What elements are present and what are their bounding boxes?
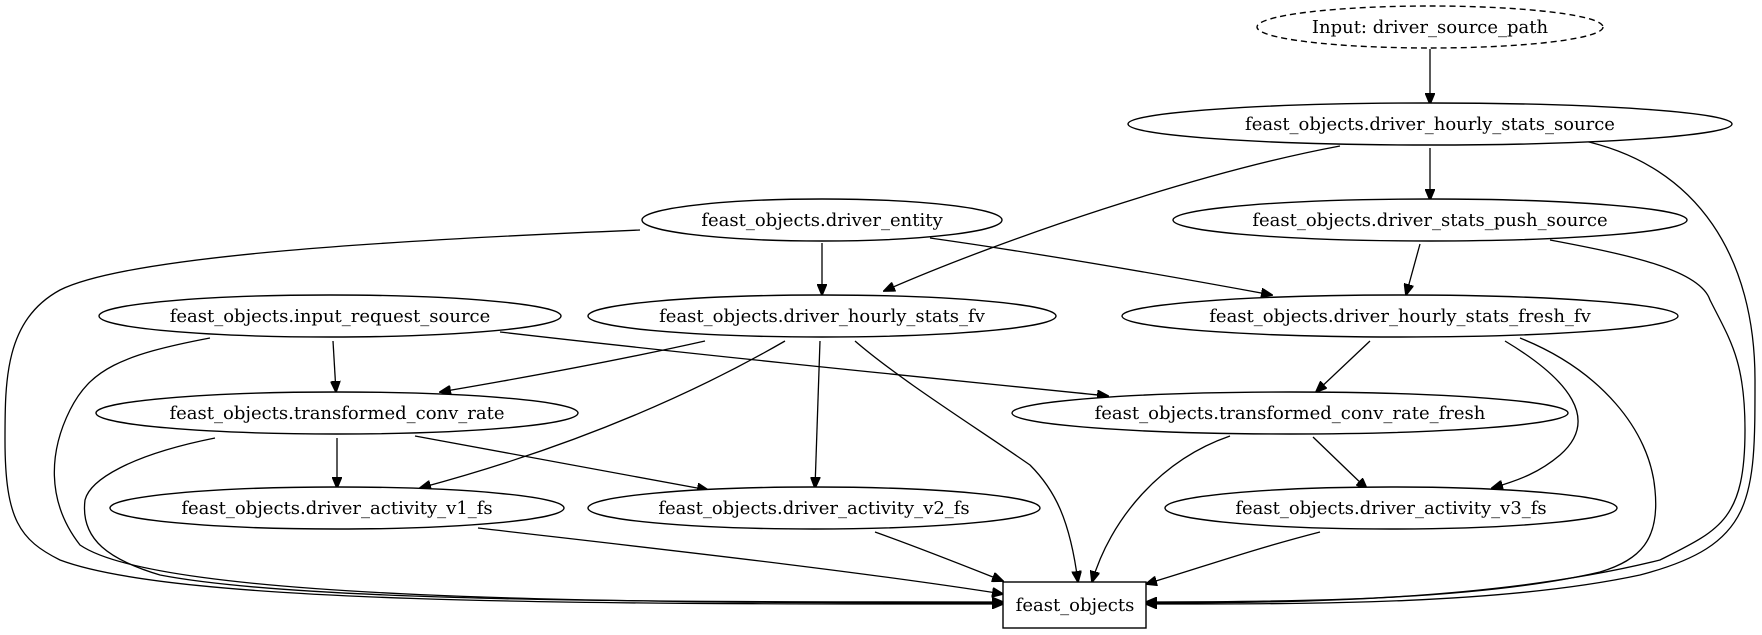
edge-request-to-tcr xyxy=(333,340,336,392)
edge-tcr-to-v2 xyxy=(414,435,708,490)
edge-push-to-freshfv xyxy=(1406,243,1421,295)
edge-v3-to-objects xyxy=(1146,531,1321,584)
node-v3-shape xyxy=(1164,486,1618,530)
node-tcr-shape xyxy=(95,391,579,435)
edge-source-to-fv xyxy=(884,145,1341,291)
edge-request-to-tcrf xyxy=(499,331,1108,396)
node-source: feast_objects.driver_hourly_stats_source xyxy=(1127,102,1733,146)
edge-fv-to-v1 xyxy=(420,340,786,488)
node-freshfv: feast_objects.driver_hourly_stats_fresh_… xyxy=(1121,294,1679,338)
node-freshfv-label: feast_objects.driver_hourly_stats_fresh_… xyxy=(1209,306,1591,327)
node-entity-label: feast_objects.driver_entity xyxy=(701,210,943,231)
edge-v1-to-objects xyxy=(477,527,1003,594)
edge-freshfv-to-objects xyxy=(1146,337,1657,602)
node-v2-label: feast_objects.driver_activity_v2_fs xyxy=(658,498,969,519)
node-objects-label: feast_objects xyxy=(1016,595,1135,616)
node-source-shape xyxy=(1127,102,1733,146)
node-tcr: feast_objects.transformed_conv_rate xyxy=(95,391,579,435)
node-request: feast_objects.input_request_source xyxy=(98,294,562,338)
nodes: Input: driver_source_path feast_objects.… xyxy=(95,5,1733,629)
node-v3: feast_objects.driver_activity_v3_fs xyxy=(1164,486,1618,530)
node-tcrf: feast_objects.transformed_conv_rate_fres… xyxy=(1011,391,1569,435)
node-tcr-label: feast_objects.transformed_conv_rate xyxy=(169,403,504,424)
edge-entity-to-freshfv xyxy=(929,237,1272,295)
node-tcrf-shape xyxy=(1011,391,1569,435)
edge-fv-to-objects xyxy=(854,340,1078,582)
node-v1: feast_objects.driver_activity_v1_fs xyxy=(109,486,565,530)
node-input: Input: driver_source_path xyxy=(1256,5,1604,49)
node-fv-label: feast_objects.driver_hourly_stats_fv xyxy=(659,306,986,327)
node-tcrf-label: feast_objects.transformed_conv_rate_fres… xyxy=(1095,403,1486,424)
node-push: feast_objects.driver_stats_push_source xyxy=(1172,198,1688,242)
edge-v2-to-objects xyxy=(874,531,1003,581)
edge-tcrf-to-objects xyxy=(1092,435,1231,582)
node-v1-shape xyxy=(109,486,565,530)
node-source-label: feast_objects.driver_hourly_stats_source xyxy=(1245,114,1615,135)
node-freshfv-shape xyxy=(1121,294,1679,338)
node-request-label: feast_objects.input_request_source xyxy=(170,306,491,327)
edge-source-to-objects xyxy=(1146,139,1756,604)
node-v1-label: feast_objects.driver_activity_v1_fs xyxy=(181,498,492,519)
node-push-label: feast_objects.driver_stats_push_source xyxy=(1252,210,1607,231)
node-request-shape xyxy=(98,294,562,338)
edge-fv-to-v2 xyxy=(815,340,821,488)
node-fv: feast_objects.driver_hourly_stats_fv xyxy=(587,294,1057,338)
edge-fv-to-tcr xyxy=(440,340,706,392)
node-fv-shape xyxy=(587,294,1057,338)
node-v3-label: feast_objects.driver_activity_v3_fs xyxy=(1235,498,1546,519)
edge-tcr-to-objects xyxy=(83,437,1003,602)
edge-request-to-objects xyxy=(53,337,1003,603)
node-v2: feast_objects.driver_activity_v2_fs xyxy=(587,486,1041,530)
edges xyxy=(4,49,1756,604)
node-input-label: Input: driver_source_path xyxy=(1312,17,1549,38)
node-v2-shape xyxy=(587,486,1041,530)
edge-entity-to-objects xyxy=(4,229,1003,604)
edge-freshfv-to-v3 xyxy=(1492,340,1579,488)
node-input-shape xyxy=(1256,5,1604,49)
node-entity-shape xyxy=(641,198,1003,242)
edge-freshfv-to-tcrf xyxy=(1316,340,1371,392)
edge-tcrf-to-v3 xyxy=(1312,436,1367,489)
node-push-shape xyxy=(1172,198,1688,242)
node-objects-shape xyxy=(1002,581,1147,629)
node-objects: feast_objects xyxy=(1002,581,1147,629)
node-entity: feast_objects.driver_entity xyxy=(641,198,1003,242)
